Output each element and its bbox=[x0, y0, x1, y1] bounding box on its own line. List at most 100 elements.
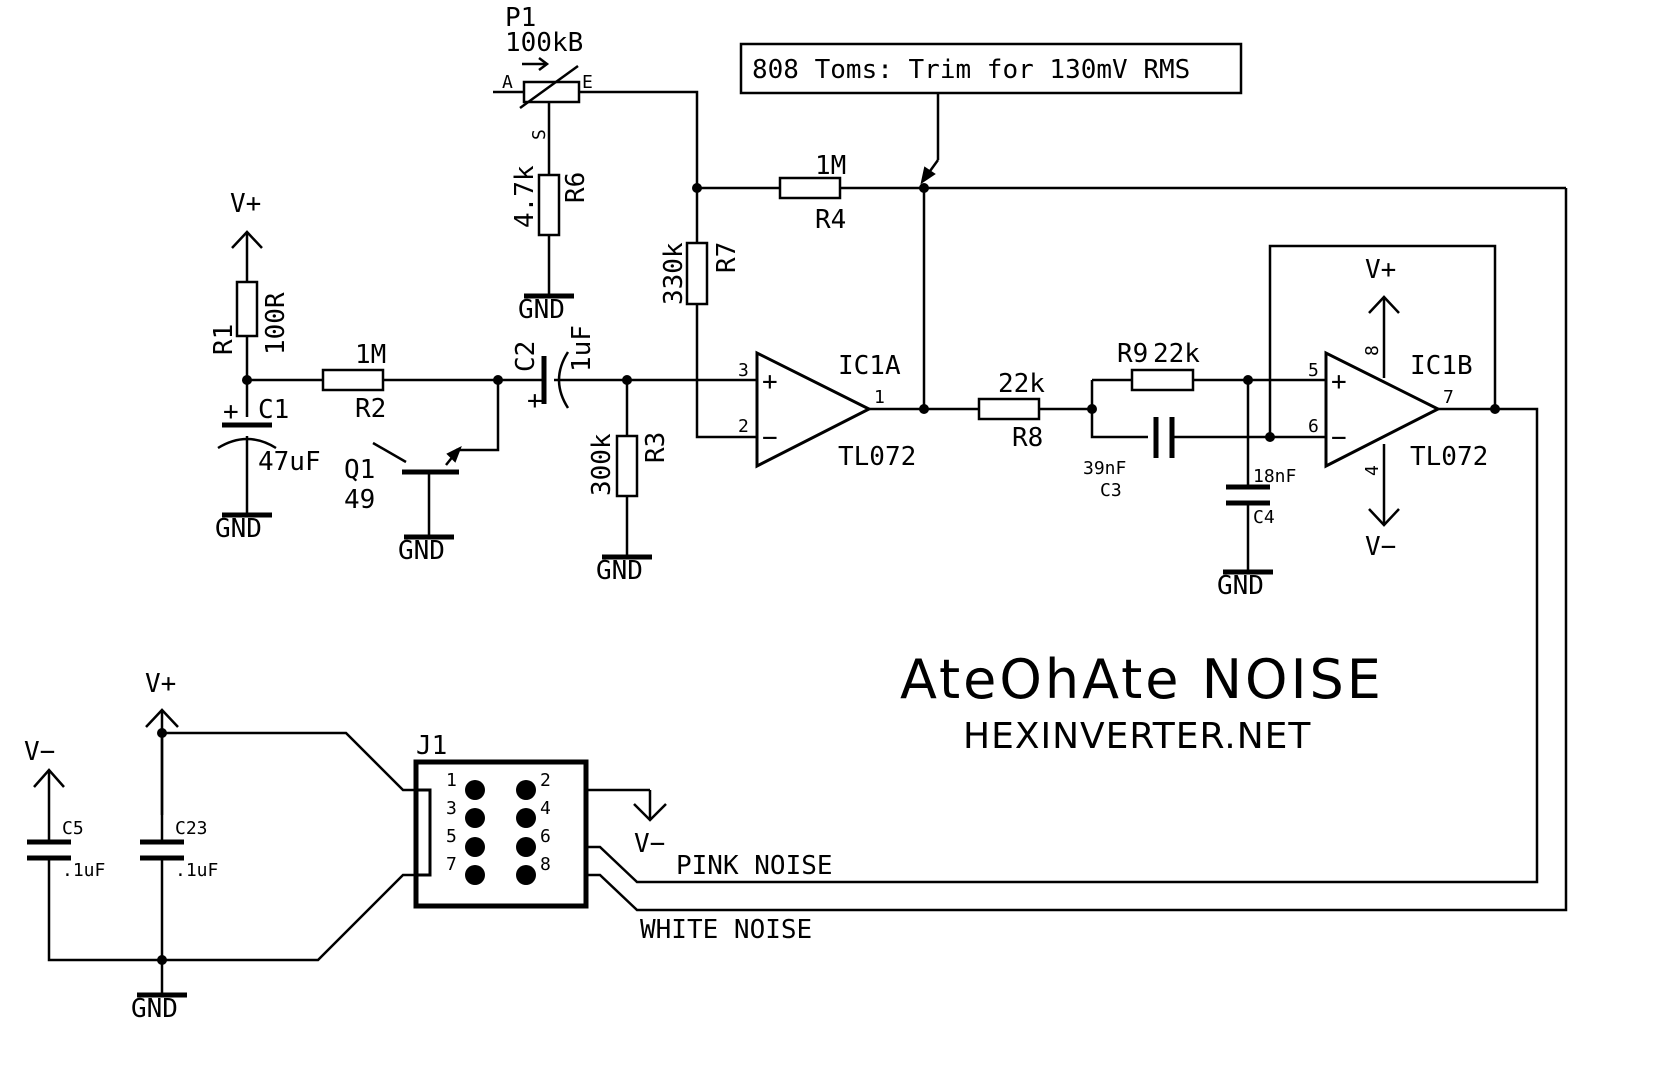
p1-value: 100kB bbox=[505, 28, 583, 58]
c4-value: 18nF bbox=[1253, 466, 1296, 487]
resistor-r3: 300k R3 bbox=[587, 432, 671, 498]
j1-pin-label: 7 bbox=[446, 854, 457, 875]
c23-value: .1uF bbox=[175, 860, 218, 881]
ic1b-pin-vplus: 8 bbox=[1362, 345, 1383, 356]
resistor-r1: R1 100R bbox=[209, 280, 291, 355]
resistor-r9: R9 22k bbox=[1117, 339, 1200, 392]
gnd-label: GND bbox=[398, 536, 445, 566]
j1-pin-label: 5 bbox=[446, 826, 457, 847]
c2-ref: C2 bbox=[511, 341, 541, 372]
opamp-ic1a: + − 3 2 1 IC1A TL072 bbox=[738, 350, 916, 472]
schematic-subtitle: HEXINVERTER.NET bbox=[963, 716, 1311, 757]
gnd-label: GND bbox=[1217, 571, 1264, 601]
svg-text:−: − bbox=[762, 423, 778, 453]
vplus-symbol-ic1b: V+ bbox=[1365, 255, 1400, 378]
vplus-label: V+ bbox=[145, 669, 176, 699]
r1-value: 100R bbox=[261, 292, 291, 355]
resistor-r2: 1M R2 bbox=[321, 340, 386, 424]
svg-text:+: + bbox=[762, 367, 778, 397]
p1-pin-e: E bbox=[582, 72, 593, 93]
r7-value: 330k bbox=[659, 242, 689, 305]
c5-value: .1uF bbox=[62, 860, 105, 881]
j1-pin-label: 3 bbox=[446, 798, 457, 819]
gnd-symbol-q1: GND bbox=[398, 472, 454, 566]
vminus-symbol-ic1b: V− bbox=[1365, 444, 1400, 562]
j1-pin-label: 2 bbox=[540, 770, 551, 791]
transistor-q1: Q1 49 bbox=[344, 445, 462, 515]
svg-text:+: + bbox=[223, 397, 239, 427]
q1-ref: Q1 bbox=[344, 455, 375, 485]
r4-value: 1M bbox=[815, 151, 846, 181]
pink-noise-label: PINK NOISE bbox=[676, 851, 833, 881]
svg-text:−: − bbox=[1331, 423, 1347, 453]
r9-ref: R9 bbox=[1117, 339, 1148, 369]
white-noise-label: WHITE NOISE bbox=[640, 915, 812, 945]
capacitor-c4: 18nF C4 bbox=[1226, 466, 1296, 528]
r2-value: 1M bbox=[355, 340, 386, 370]
schematic-title: AteOhAte NOISE bbox=[900, 648, 1384, 711]
ic1a-pin-plus: 3 bbox=[738, 360, 749, 381]
gnd-label: GND bbox=[596, 556, 643, 586]
capacitor-c1: + C1 47uF bbox=[217, 395, 321, 477]
gnd-symbol-r3: GND bbox=[596, 496, 652, 586]
svg-text:+: + bbox=[1331, 367, 1347, 397]
vminus-label: V− bbox=[24, 737, 55, 767]
c3-ref: C3 bbox=[1100, 480, 1122, 501]
vplus-label: V+ bbox=[1365, 255, 1396, 285]
ic1b-pin-vminus: 4 bbox=[1362, 465, 1383, 476]
gnd-symbol-c4: GND bbox=[1217, 518, 1273, 601]
gnd-symbol-decoupling: GND bbox=[131, 960, 187, 1024]
ic1b-ref: IC1B bbox=[1410, 351, 1473, 381]
capacitor-c2: + C2 1uF bbox=[511, 325, 597, 416]
opamp-ic1b: + − 5 6 7 8 4 IC1B TL072 bbox=[1308, 345, 1488, 476]
resistor-r8: 22k R8 bbox=[977, 369, 1045, 453]
resistor-r7: 330k R7 bbox=[659, 242, 742, 306]
capacitor-c3: 39nF C3 bbox=[1083, 417, 1180, 501]
c4-ref: C4 bbox=[1253, 507, 1275, 528]
trim-note-text: 808 Toms: Trim for 130mV RMS bbox=[752, 55, 1190, 85]
c2-value: 1uF bbox=[567, 325, 597, 372]
r3-ref: R3 bbox=[641, 432, 671, 463]
resistor-r4: 1M R4 bbox=[778, 151, 846, 235]
gnd-symbol-c1: GND bbox=[215, 470, 272, 544]
j1-pin-label: 1 bbox=[446, 770, 457, 791]
trim-note: 808 Toms: Trim for 130mV RMS bbox=[739, 42, 1243, 185]
j1-ref: J1 bbox=[416, 731, 447, 761]
capacitor-c23: C23 .1uF bbox=[140, 818, 218, 881]
p1-pin-s: S bbox=[529, 129, 550, 140]
c5-ref: C5 bbox=[62, 818, 84, 839]
ic1a-pin-minus: 2 bbox=[738, 416, 749, 437]
gnd-symbol-r6: GND bbox=[518, 235, 574, 325]
r4-ref: R4 bbox=[815, 205, 846, 235]
wires bbox=[47, 90, 1568, 962]
potentiometer-p1: P1 100kB A E S bbox=[502, 3, 593, 140]
ic1a-pin-out: 1 bbox=[874, 387, 885, 408]
r9-value: 22k bbox=[1153, 339, 1200, 369]
c1-ref: C1 bbox=[258, 395, 289, 425]
r1-ref: R1 bbox=[209, 324, 239, 355]
gnd-label: GND bbox=[131, 994, 178, 1024]
j1-pin-label: 8 bbox=[540, 854, 551, 875]
gnd-label: GND bbox=[215, 514, 262, 544]
vminus-symbol-c5: V− bbox=[24, 737, 65, 842]
r2-ref: R2 bbox=[355, 394, 386, 424]
c3-value: 39nF bbox=[1083, 458, 1126, 479]
c1-value: 47uF bbox=[258, 447, 321, 477]
ic1a-part: TL072 bbox=[838, 442, 916, 472]
capacitor-c5: C5 .1uF bbox=[27, 818, 105, 881]
r8-value: 22k bbox=[998, 369, 1045, 399]
c23-ref: C23 bbox=[175, 818, 208, 839]
r6-ref: R6 bbox=[561, 172, 591, 203]
ic1b-pin-minus: 6 bbox=[1308, 416, 1319, 437]
connector-j1: J1 1 2 3 4 5 6 7 8 bbox=[413, 731, 589, 909]
vminus-symbol-j1: V− bbox=[633, 790, 667, 859]
svg-text:+: + bbox=[527, 386, 543, 416]
ic1b-pin-plus: 5 bbox=[1308, 360, 1319, 381]
q1-value: 49 bbox=[344, 485, 375, 515]
ic1b-part: TL072 bbox=[1410, 442, 1488, 472]
vminus-label: V− bbox=[1365, 532, 1396, 562]
r8-ref: R8 bbox=[1012, 423, 1043, 453]
gnd-label: GND bbox=[518, 295, 565, 325]
p1-ref: P1 bbox=[505, 3, 536, 33]
